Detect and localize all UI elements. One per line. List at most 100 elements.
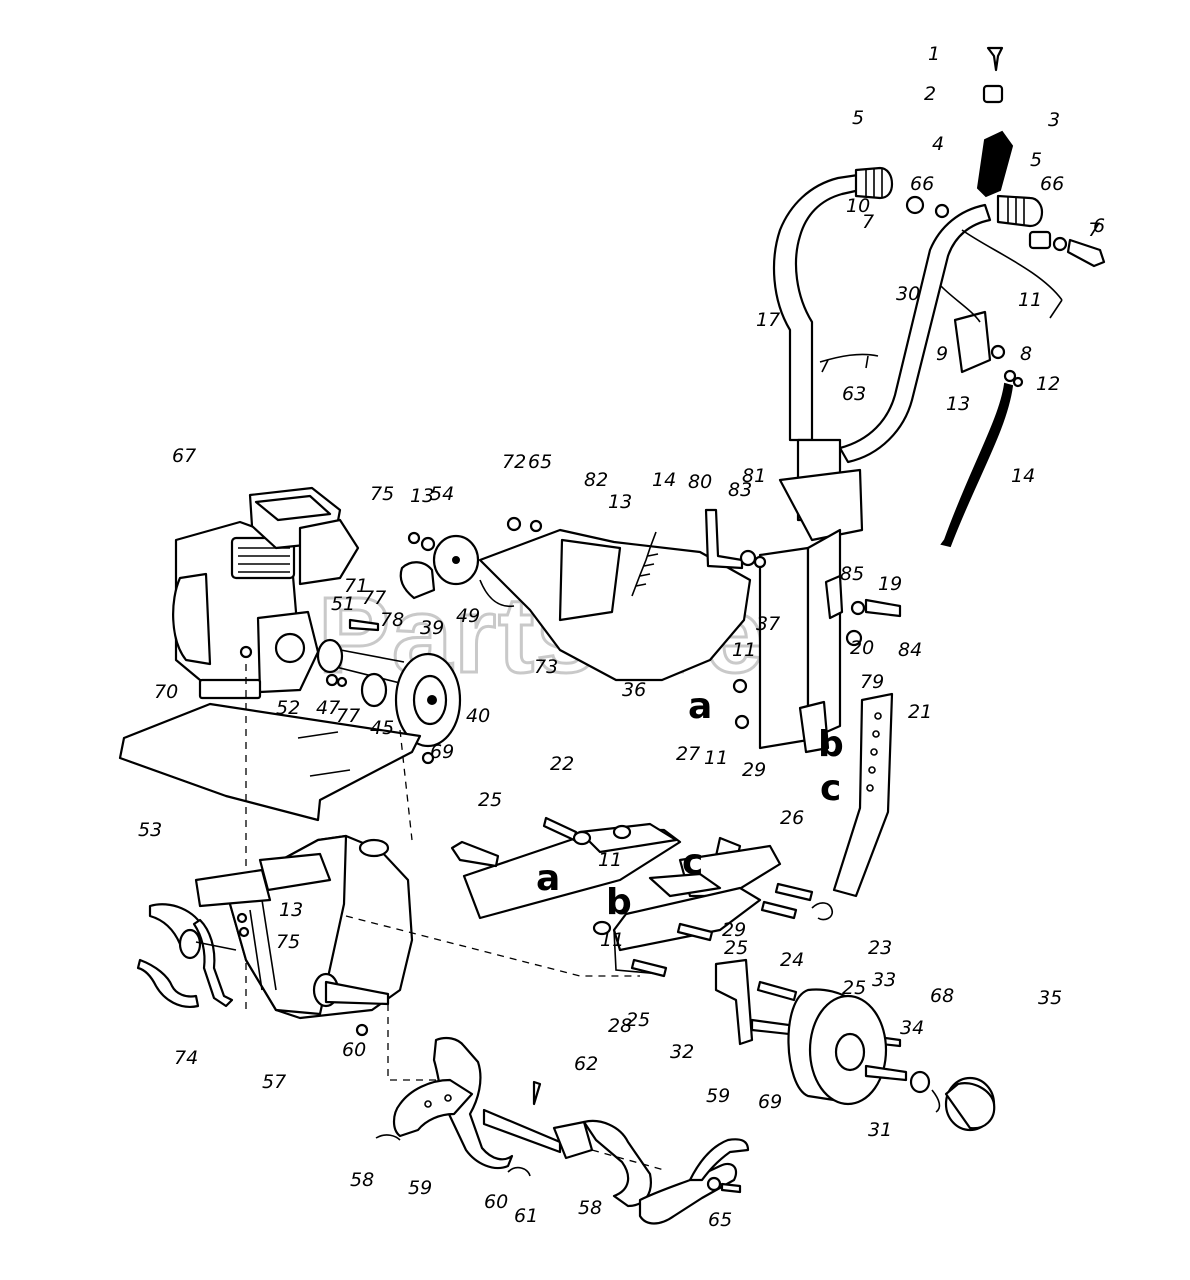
callout-72: 72 [502,451,526,473]
callout-77: 77 [362,587,386,609]
callout-49: 49 [456,605,480,627]
callout-58: 58 [350,1169,374,1191]
letter-c: c [820,768,841,809]
callout-33: 33 [872,969,896,991]
callout-7: 7 [862,211,874,233]
callout-11: 11 [600,929,624,951]
callout-63: 63 [842,383,866,405]
callout-34: 34 [900,1017,924,1039]
callout-12: 12 [1036,373,1060,395]
callout-7: 7 [1088,219,1100,241]
callout-45: 45 [370,717,394,739]
callout-13: 13 [608,491,632,513]
engine [172,486,360,700]
callout-80: 80 [688,471,712,493]
callout-29: 29 [722,919,746,941]
callout-40: 40 [466,705,490,727]
callout-47: 47 [316,697,340,719]
depth-stake-assembly [450,678,894,1046]
callout-81: 81 [742,465,766,487]
callout-28: 28 [608,1015,632,1037]
callout-69: 69 [430,741,454,763]
callout-10: 10 [846,195,870,217]
callout-4: 4 [932,133,944,155]
callout-11: 11 [1018,289,1042,311]
wheel-assembly [750,988,996,1132]
callout-77: 77 [336,705,360,727]
callout-20: 20 [850,637,874,659]
callout-66: 66 [1040,173,1064,195]
callout-24: 24 [780,949,804,971]
letter-a: a [536,858,560,899]
callout-11: 11 [598,849,622,871]
callout-31: 31 [868,1119,892,1141]
callout-23: 23 [868,937,892,959]
callout-25: 25 [842,977,866,999]
letter-c: c [682,842,703,883]
callout-9: 9 [936,343,948,365]
callout-2: 2 [924,83,936,105]
callout-66: 66 [910,173,934,195]
callout-35: 35 [1038,987,1062,1009]
callout-25: 25 [478,789,502,811]
callout-5: 5 [852,107,864,129]
callout-68: 68 [930,985,954,1007]
callout-59: 59 [706,1085,730,1107]
callout-71: 71 [344,575,368,597]
callout-11: 11 [732,639,756,661]
callout-57: 57 [262,1071,286,1093]
callout-83: 83 [728,479,752,501]
callout-13: 13 [279,899,303,921]
callout-25: 25 [626,1009,650,1031]
callout-78: 78 [380,609,404,631]
callout-58: 58 [578,1197,602,1219]
callout-54: 54 [430,483,454,505]
callout-53: 53 [138,819,162,841]
callout-79: 79 [860,671,884,693]
tine-shield [118,664,435,1010]
tines-left [136,903,237,1008]
callout-32: 32 [670,1041,694,1063]
callout-84: 84 [898,639,922,661]
callout-19: 19 [878,573,902,595]
callout-11: 11 [704,747,728,769]
callout-60: 60 [342,1039,366,1061]
callout-27: 27 [676,743,700,765]
callout-75: 75 [370,483,394,505]
callout-61: 61 [514,1205,538,1227]
callout-65: 65 [708,1209,732,1231]
transmission-housing [194,834,640,1081]
callout-67: 67 [172,445,196,467]
callout-39: 39 [420,617,444,639]
callout-59: 59 [408,1177,432,1199]
callout-30: 30 [896,283,920,305]
callout-62: 62 [574,1053,598,1075]
callout-70: 70 [154,681,178,703]
callout-60: 60 [484,1191,508,1213]
callout-73: 73 [534,656,558,678]
callout-37: 37 [756,613,780,635]
callout-29: 29 [742,759,766,781]
callout-69: 69 [758,1091,782,1113]
callout-8: 8 [1020,343,1032,365]
callout-6: 6 [1093,215,1105,237]
tines-right [375,1036,750,1225]
callout-13: 13 [946,393,970,415]
callout-22: 22 [550,753,574,775]
callout-25: 25 [724,937,748,959]
letter-b: b [606,882,632,923]
callout-82: 82 [584,469,608,491]
callout-36: 36 [622,679,646,701]
letter-a: a [688,686,712,727]
callout-3: 3 [1048,109,1060,131]
callout-14: 14 [652,469,676,491]
callout-14: 14 [1011,465,1035,487]
callout-74: 74 [174,1047,198,1069]
callout-5: 5 [1030,149,1042,171]
belt-drive [239,508,902,748]
callout-26: 26 [780,807,804,829]
callout-85: 85 [840,563,864,585]
